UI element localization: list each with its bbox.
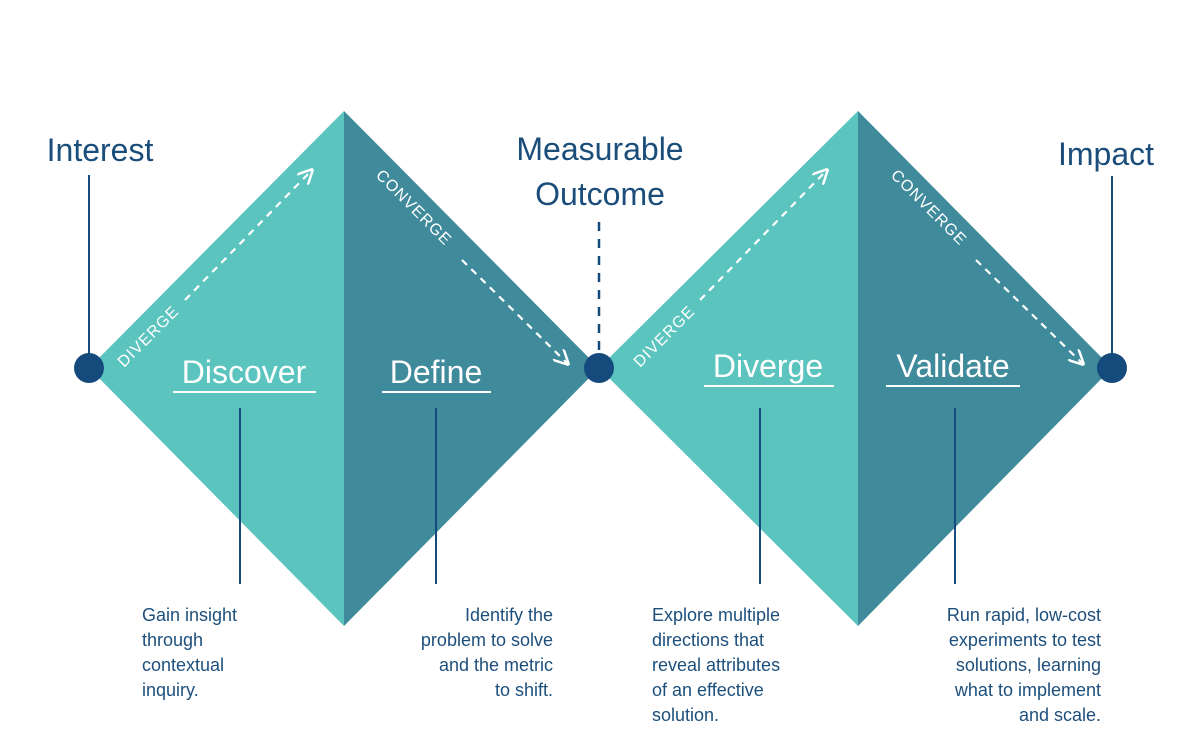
validate-description-line: and scale. xyxy=(1019,705,1101,725)
diverge-arrow-2 xyxy=(699,170,827,301)
milestone-impact-label: Impact xyxy=(1058,136,1154,172)
diverge-arrow-1 xyxy=(184,170,312,301)
phase-discover-title: Discover xyxy=(182,354,307,390)
milestone-interest-label: Interest xyxy=(47,132,154,168)
diamond-2-left-half xyxy=(599,111,858,626)
diamond-1-right-half xyxy=(344,111,599,626)
milestone-measurable-outcome-label-line-2: Outcome xyxy=(535,176,665,212)
phase-define-title: Define xyxy=(390,354,483,390)
discover-description-line: inquiry. xyxy=(142,680,199,700)
define-description-line: and the metric xyxy=(439,655,553,675)
milestone-measurable-outcome-label-line-1: Measurable xyxy=(516,131,683,167)
phase-diverge-title: Diverge xyxy=(713,348,823,384)
discover-description: Gain insight through contextual inquiry. xyxy=(142,605,237,700)
validate-description-line: Run rapid, low-cost xyxy=(947,605,1101,625)
discover-description-line: Gain insight xyxy=(142,605,237,625)
diamond-2-right-half xyxy=(858,111,1112,626)
diverge-description-line: solution. xyxy=(652,705,719,725)
validate-description-line: solutions, learning xyxy=(956,655,1101,675)
impact-milestone-dot xyxy=(1097,353,1127,383)
phase-validate-title: Validate xyxy=(896,348,1009,384)
discover-description-line: through xyxy=(142,630,203,650)
measurable-outcome-milestone-dot xyxy=(584,353,614,383)
diamond-1-left-half xyxy=(89,111,344,626)
converge-arrow-1 xyxy=(461,259,568,364)
interest-milestone-dot xyxy=(74,353,104,383)
discover-description-line: contextual xyxy=(142,655,224,675)
diverge-description-line: Explore multiple xyxy=(652,605,780,625)
validate-description-line: what to implement xyxy=(954,680,1101,700)
diverge-description-line: directions that xyxy=(652,630,764,650)
validate-description-line: experiments to test xyxy=(949,630,1101,650)
diverge-description: Explore multiple directions that reveal … xyxy=(652,605,780,725)
define-description-line: to shift. xyxy=(495,680,553,700)
define-description: Identify the problem to solve and the me… xyxy=(421,605,553,700)
define-description-line: problem to solve xyxy=(421,630,553,650)
validate-description: Run rapid, low-cost experiments to test … xyxy=(947,605,1101,725)
diverge-description-line: reveal attributes xyxy=(652,655,780,675)
define-description-line: Identify the xyxy=(465,605,553,625)
diverge-description-line: of an effective xyxy=(652,680,764,700)
